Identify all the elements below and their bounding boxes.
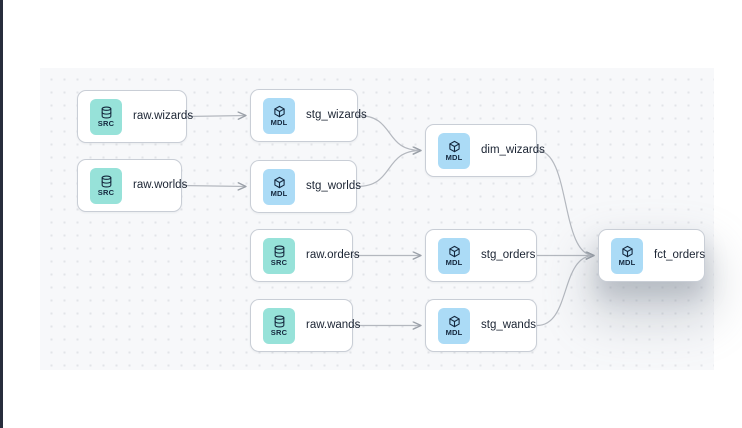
- node-label: stg_orders: [481, 248, 536, 261]
- node-label: raw.orders: [306, 248, 360, 261]
- node-label: stg_worlds: [306, 179, 361, 192]
- node-stg-orders[interactable]: MDL stg_orders: [425, 229, 537, 282]
- badge-mdl: MDL: [263, 168, 295, 205]
- node-label: raw.worlds: [133, 178, 188, 191]
- badge-label: MDL: [618, 257, 636, 267]
- badge-label: MDL: [270, 117, 288, 127]
- badge-label: SRC: [270, 257, 288, 267]
- badge-mdl: MDL: [438, 307, 470, 344]
- edge-stg-wands-to-fct-orders[interactable]: [536, 256, 594, 327]
- node-raw-orders[interactable]: SRC raw.orders: [250, 229, 360, 282]
- badge-src: SRC: [263, 237, 295, 274]
- node-raw-wizards[interactable]: SRC raw.wizards: [77, 90, 193, 143]
- node-raw-wands[interactable]: SRC raw.wands: [250, 299, 360, 352]
- node-label: raw.wizards: [133, 109, 194, 122]
- database-icon: [273, 245, 286, 258]
- node-label: fct_orders: [654, 248, 706, 261]
- node-label: dim_wizards: [481, 143, 545, 156]
- badge-mdl: MDL: [611, 237, 643, 274]
- badge-label: MDL: [445, 257, 463, 267]
- edge-dim-wizards-to-fct-orders[interactable]: [536, 149, 594, 256]
- cube-icon: [273, 176, 286, 189]
- badge-src: SRC: [90, 167, 122, 204]
- badge-mdl: MDL: [438, 132, 470, 169]
- cube-icon: [621, 245, 634, 258]
- database-icon: [100, 106, 113, 119]
- node-dim-wizards[interactable]: MDL dim_wizards: [425, 124, 545, 177]
- edge-raw-worlds-to-stg-worlds[interactable]: [181, 186, 246, 187]
- badge-src: SRC: [90, 98, 122, 135]
- badge-label: SRC: [97, 118, 115, 128]
- node-stg-wizards[interactable]: MDL stg_wizards: [250, 89, 367, 142]
- cube-icon: [448, 245, 461, 258]
- node-stg-wands[interactable]: MDL stg_wands: [425, 299, 537, 352]
- edge-stg-wizards-to-dim-wizards[interactable]: [357, 114, 421, 151]
- database-icon: [100, 175, 113, 188]
- edge-raw-wizards-to-stg-wizards[interactable]: [186, 116, 246, 117]
- cube-icon: [448, 315, 461, 328]
- edge-stg-worlds-to-dim-wizards[interactable]: [356, 151, 421, 188]
- database-icon: [273, 315, 286, 328]
- node-label: raw.wands: [306, 318, 361, 331]
- cube-icon: [448, 140, 461, 153]
- badge-label: MDL: [270, 188, 288, 198]
- cube-icon: [273, 105, 286, 118]
- window-edge-bar: [0, 0, 3, 428]
- badge-label: MDL: [445, 327, 463, 337]
- node-raw-worlds[interactable]: SRC raw.worlds: [77, 159, 187, 212]
- badge-label: MDL: [445, 152, 463, 162]
- badge-label: SRC: [270, 327, 288, 337]
- node-fct-orders[interactable]: MDL fct_orders: [598, 229, 705, 282]
- badge-mdl: MDL: [263, 97, 295, 134]
- badge-label: SRC: [97, 187, 115, 197]
- node-stg-worlds[interactable]: MDL stg_worlds: [250, 160, 361, 213]
- node-label: stg_wands: [481, 318, 536, 331]
- node-label: stg_wizards: [306, 108, 367, 121]
- badge-src: SRC: [263, 307, 295, 344]
- badge-mdl: MDL: [438, 237, 470, 274]
